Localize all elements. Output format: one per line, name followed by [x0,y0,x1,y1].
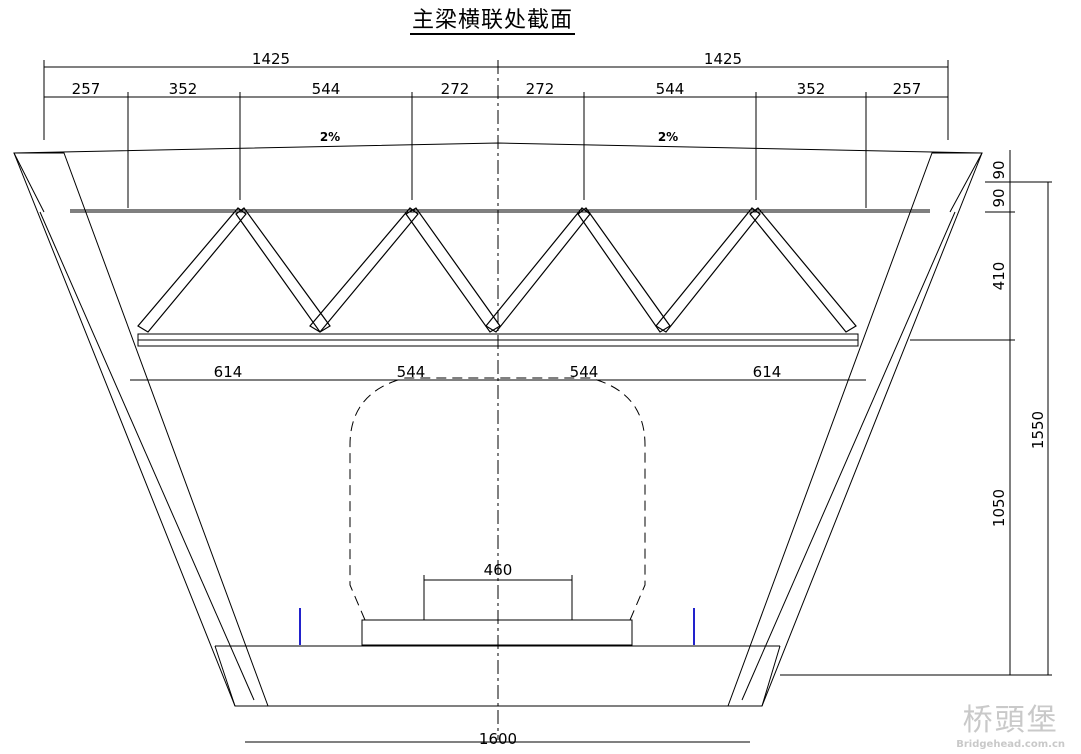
segment-dim-7: 257 [893,80,922,98]
dim-lower: 1050 [990,489,1008,527]
track-width-dim: 460 [484,561,513,579]
watermark-text: 桥頭堡 [962,703,1059,738]
chord-dim-0: 614 [214,363,243,381]
dim-half-left: 1425 [252,50,290,68]
dim-deck-b: 90 [990,188,1008,207]
clearance-envelope [349,377,646,621]
bottom-width-dim: 1600 [479,730,517,748]
chord-dim-3: 614 [753,363,782,381]
segment-dim-0: 257 [72,80,101,98]
chord-dim-1: 544 [397,363,426,381]
bottom-plate [214,645,781,707]
segment-dim-4: 272 [526,80,555,98]
segment-dim-2: 544 [312,80,341,98]
segment-dim-3: 272 [441,80,470,98]
segment-dimensions: 257 352 544 272 272 544 352 257 [72,80,922,98]
slope-left: 2% [320,130,340,144]
chord-dimensions: 614 544 544 614 [214,363,782,381]
dim-deck-a: 90 [990,160,1008,179]
track-slab [361,575,633,646]
lower-chord [130,333,866,381]
deck-box [13,142,983,213]
right-dimension-lines [780,150,1052,676]
slope-right: 2% [658,130,678,144]
handrail-posts [299,608,695,645]
segment-dim-1: 352 [169,80,198,98]
drawing-title: 主梁横联处截面 [409,8,575,35]
top-dimension-lines [43,60,949,740]
dim-total: 1550 [1029,411,1047,449]
segment-dim-5: 544 [656,80,685,98]
dim-half-right: 1425 [704,50,742,68]
chord-dim-2: 544 [570,363,599,381]
dim-truss: 410 [990,262,1008,291]
segment-dim-6: 352 [797,80,826,98]
watermark: 桥頭堡 Bridgehead.com.cn [956,695,1065,750]
truss-diagonals [137,207,857,333]
watermark-url: Bridgehead.com.cn [956,739,1065,750]
